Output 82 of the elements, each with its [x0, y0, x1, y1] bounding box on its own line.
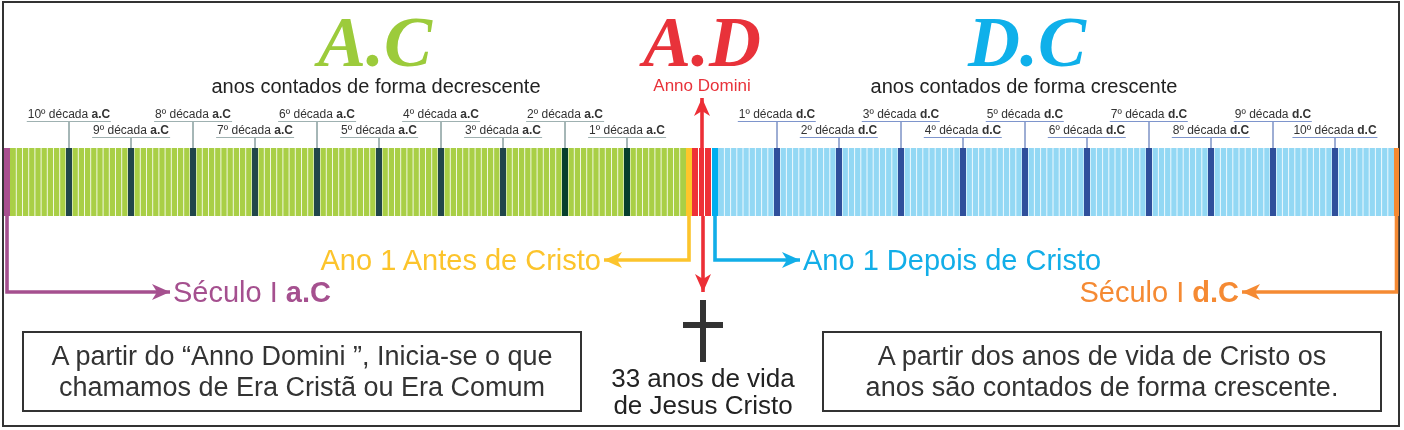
- arrow: [694, 98, 710, 148]
- leader-line: [626, 137, 628, 149]
- year-label: Ano 1 Depois de Cristo: [800, 244, 1105, 276]
- leader-line: [130, 137, 132, 149]
- decade-label: 2º década a.C: [526, 108, 604, 122]
- arrow: [5, 216, 170, 300]
- decade-marker: [898, 148, 904, 216]
- leader-line: [378, 137, 380, 149]
- decade-label: 8º década a.C: [154, 108, 232, 122]
- century-label: Século I d.C: [1076, 276, 1242, 308]
- decade-label: 10º década d.C: [1292, 124, 1378, 138]
- decade-marker: [1208, 148, 1214, 216]
- decade-label: 5º década a.C: [340, 124, 418, 138]
- leader-line: [254, 137, 256, 149]
- leader-line: [440, 121, 442, 149]
- decade-marker: [252, 148, 258, 216]
- decade-label: 7º década d.C: [1109, 108, 1189, 122]
- leader-line: [502, 137, 504, 149]
- decade-marker: [960, 148, 966, 216]
- arrow: [604, 216, 691, 268]
- arrow: [1242, 216, 1399, 300]
- subtitle-text: anos contados de forma decrescente: [211, 74, 541, 98]
- decade-marker: [1332, 148, 1338, 216]
- note-panel: A partir do “Anno Domini ”, Inicia-se o que chamamos de Era Cristã ou Era Comum: [22, 331, 582, 412]
- year-segment: [4, 148, 10, 216]
- decade-label: 9º década d.C: [1233, 108, 1313, 122]
- decade-label: 8º década d.C: [1171, 124, 1251, 138]
- subtitle-text: anos contados de forma crescente: [870, 74, 1178, 98]
- decade-marker: [1146, 148, 1152, 216]
- decade-marker: [438, 148, 444, 216]
- arrow: [713, 216, 800, 268]
- decade-label: 7º década a.C: [216, 124, 294, 138]
- year-segment: [692, 148, 712, 216]
- decade-label: 6º década a.C: [278, 108, 356, 122]
- decade-marker: [774, 148, 780, 216]
- year-segment: [686, 148, 692, 216]
- subtitle-text: Anno Domini: [653, 75, 751, 97]
- decade-label: 2º década d.C: [799, 124, 879, 138]
- decade-marker: [624, 148, 630, 216]
- leader-line: [1334, 137, 1336, 149]
- decade-marker: [1022, 148, 1028, 216]
- leader-line: [564, 121, 566, 149]
- decade-marker: [190, 148, 196, 216]
- decade-marker: [1084, 148, 1090, 216]
- leader-line: [900, 121, 902, 149]
- heading-text: D.C: [968, 10, 1086, 74]
- leader-line: [316, 121, 318, 149]
- year-label: Ano 1 Antes de Cristo: [317, 244, 604, 276]
- leader-line: [1272, 121, 1274, 149]
- decade-marker: [562, 148, 568, 216]
- decade-marker: [376, 148, 382, 216]
- decade-label: 6º década d.C: [1047, 124, 1127, 138]
- decade-label: 3º década a.C: [464, 124, 542, 138]
- leader-line: [962, 137, 964, 149]
- leader-line: [1086, 137, 1088, 149]
- decade-label: 1º década a.C: [588, 124, 666, 138]
- century-label: Século I a.C: [170, 276, 334, 308]
- leader-line: [776, 121, 778, 149]
- leader-line: [1148, 121, 1150, 149]
- decade-label: 4º década d.C: [923, 124, 1003, 138]
- decade-label: 5º década d.C: [985, 108, 1065, 122]
- decade-label: 4º década a.C: [402, 108, 480, 122]
- leader-line: [68, 121, 70, 149]
- decade-marker: [128, 148, 134, 216]
- decade-marker: [314, 148, 320, 216]
- decade-marker: [836, 148, 842, 216]
- caption-text: 33 anos de vida de Jesus Cristo: [610, 365, 796, 419]
- year-segment: [1394, 148, 1399, 216]
- decade-marker: [1270, 148, 1276, 216]
- leader-line: [838, 137, 840, 149]
- decade-label: 1º década d.C: [737, 108, 817, 122]
- decade-marker: [66, 148, 72, 216]
- decade-label: 9º década a.C: [92, 124, 170, 138]
- arrow: [695, 216, 711, 292]
- year-segment: [712, 148, 718, 216]
- decade-marker: [500, 148, 506, 216]
- note-panel: A partir dos anos de vida de Cristo os anos são contados de forma crescente.: [822, 331, 1382, 412]
- leader-line: [1210, 137, 1212, 149]
- leader-line: [192, 121, 194, 149]
- decade-label: 3º década d.C: [861, 108, 941, 122]
- decade-label: 10º década a.C: [26, 108, 112, 122]
- leader-line: [1024, 121, 1026, 149]
